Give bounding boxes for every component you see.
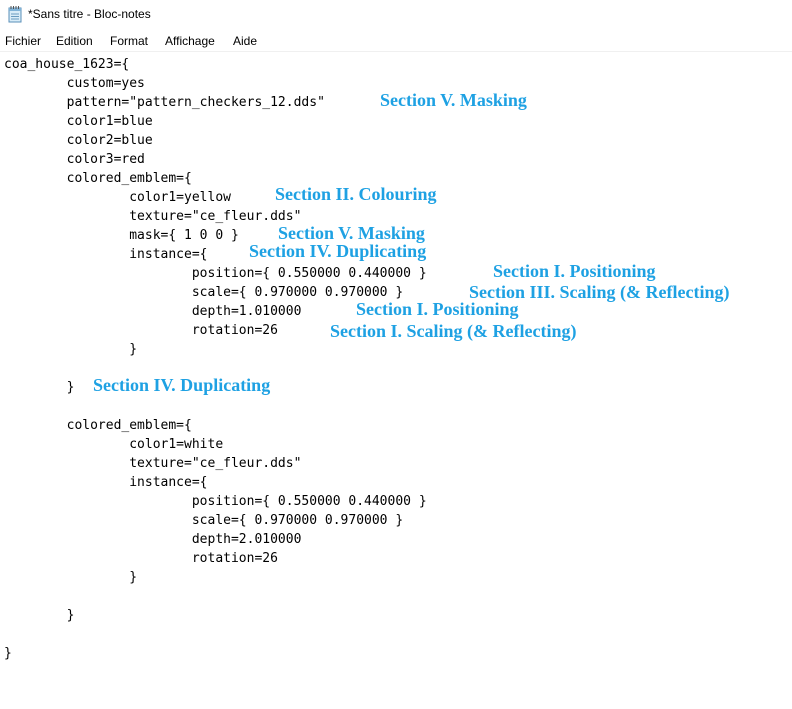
menu-fichier[interactable]: Fichier xyxy=(5,34,42,48)
code-line: depth=1.010000 xyxy=(4,304,302,319)
code-line: } xyxy=(4,342,138,357)
annotation-positioning: Section I. Positioning xyxy=(356,299,519,319)
code-line: depth=2.010000 xyxy=(4,532,302,547)
code-line: color1=white xyxy=(4,437,224,452)
code-line: color3=red xyxy=(4,152,145,167)
annotation-colouring: Section II. Colouring xyxy=(275,184,437,204)
code-line: colored_emblem={ xyxy=(4,418,192,433)
code-line: color1=blue xyxy=(4,114,153,129)
menu-bar: Fichier Edition Format Affichage Aide xyxy=(0,31,792,52)
code-line: position={ 0.550000 0.440000 } xyxy=(4,494,427,509)
code-line: color1=yellow xyxy=(4,190,231,205)
annotation-masking: Section V. Masking xyxy=(380,90,527,110)
code-line: rotation=26 xyxy=(4,551,278,566)
menu-edition[interactable]: Edition xyxy=(56,34,93,48)
code-line: } xyxy=(4,570,138,585)
code-line: } xyxy=(4,608,75,623)
code-line: texture="ce_fleur.dds" xyxy=(4,209,302,224)
annotation-positioning: Section I. Positioning xyxy=(493,261,656,281)
window-title: *Sans titre - Bloc-notes xyxy=(28,7,151,21)
menu-aide[interactable]: Aide xyxy=(233,34,258,48)
code-line: instance={ xyxy=(4,247,208,262)
code-line: position={ 0.550000 0.440000 } xyxy=(4,266,427,281)
code-line: scale={ 0.970000 0.970000 } xyxy=(4,285,404,300)
menu-format[interactable]: Format xyxy=(110,34,149,48)
annotation-scaling: Section I. Scaling (& Reflecting) xyxy=(330,321,577,341)
code-line: } xyxy=(4,380,75,395)
code-line: colored_emblem={ xyxy=(4,171,192,186)
code-line: coa_house_1623={ xyxy=(4,57,130,72)
code-line: } xyxy=(4,646,12,661)
menu-affichage[interactable]: Affichage xyxy=(165,34,215,48)
code-line: pattern="pattern_checkers_12.dds" xyxy=(4,95,325,110)
annotation-masking: Section V. Masking xyxy=(278,223,425,243)
text-editor-area[interactable]: coa_house_1623={ custom=yes pattern="pat… xyxy=(0,52,792,709)
annotation-scaling: Section III. Scaling (& Reflecting) xyxy=(469,282,730,302)
code-line: instance={ xyxy=(4,475,208,490)
code-line: scale={ 0.970000 0.970000 } xyxy=(4,513,404,528)
annotation-duplicating: Section IV. Duplicating xyxy=(249,241,427,261)
title-bar[interactable]: *Sans titre - Bloc-notes xyxy=(0,0,792,30)
code-line: color2=blue xyxy=(4,133,153,148)
code-line: texture="ce_fleur.dds" xyxy=(4,456,302,471)
annotation-duplicating: Section IV. Duplicating xyxy=(93,375,271,395)
code-line: rotation=26 xyxy=(4,323,278,338)
code-line: custom=yes xyxy=(4,76,145,91)
notepad-icon xyxy=(8,6,22,23)
code-line: mask={ 1 0 0 } xyxy=(4,228,239,243)
